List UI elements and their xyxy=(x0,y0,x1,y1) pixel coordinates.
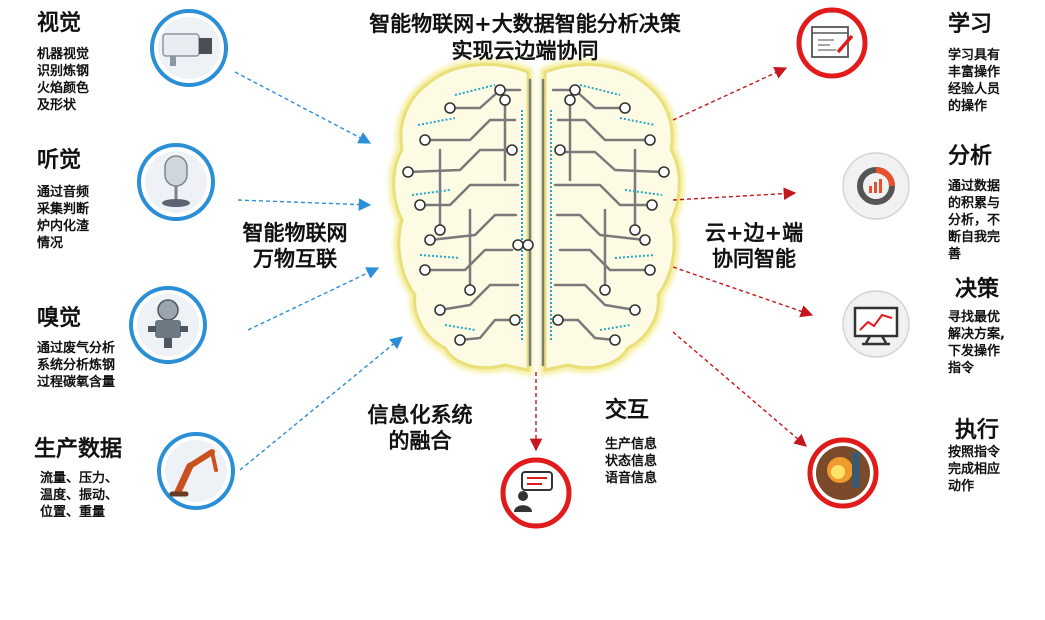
node-interaction xyxy=(503,460,569,526)
arrow-hearing-to-brain xyxy=(238,200,370,205)
arrow-brain-to-learning xyxy=(673,68,786,120)
node-hearing xyxy=(139,145,213,219)
interaction-title: 交互 xyxy=(605,398,649,424)
production-data-title: 生产数据 xyxy=(34,437,122,463)
analysis-title: 分析 xyxy=(948,144,992,170)
node-vision xyxy=(152,11,226,85)
analysis-desc: 通过数据 的积累与 分析，不 断自我完 善 xyxy=(948,178,1000,263)
header-line-2: 实现云边端协同 xyxy=(310,39,740,64)
node-smell xyxy=(131,288,205,362)
execution-title: 执行 xyxy=(955,418,999,444)
hearing-title: 听觉 xyxy=(37,148,81,174)
interaction-desc: 生产信息 状态信息 语音信息 xyxy=(605,436,657,487)
hearing-desc: 通过音频 采集判断 炉内化渣 情况 xyxy=(37,184,89,252)
vision-title: 视觉 xyxy=(37,11,81,37)
learning-title: 学习 xyxy=(948,12,992,38)
vision-desc: 机器视觉 识别炼钢 火焰颜色 及形状 xyxy=(37,46,89,114)
header-line-1: 智能物联网+大数据智能分析决策 xyxy=(310,12,740,37)
node-production-data xyxy=(159,434,233,508)
label-iot: 智能物联网 万物互联 xyxy=(230,220,360,272)
brain-left-hemisphere xyxy=(394,65,528,370)
document-edit-icon xyxy=(812,27,852,57)
node-decision xyxy=(843,291,909,357)
smell-desc: 通过废气分析 系统分析炼钢 过程碳氧含量 xyxy=(37,340,115,391)
brain-graphic xyxy=(394,65,680,370)
node-learning xyxy=(799,10,865,76)
node-execution xyxy=(810,440,876,506)
label-cloud-edge: 云+边+端 协同智能 xyxy=(688,220,820,272)
arrow-smell-to-brain xyxy=(248,268,378,330)
brain-right-hemisphere xyxy=(545,65,679,370)
decision-title: 决策 xyxy=(955,277,999,303)
smell-title: 嗅觉 xyxy=(37,306,81,332)
execution-desc: 按照指令 完成相应 动作 xyxy=(948,444,1000,495)
production-data-desc: 流量、压力、 温度、振动、 位置、重量 xyxy=(40,470,118,521)
arrow-brain-to-analysis xyxy=(673,193,795,200)
decision-desc: 寻找最优 解决方案, 下发操作 指令 xyxy=(948,309,1005,377)
learning-desc: 学习具有 丰富操作 经验人员 的操作 xyxy=(948,47,1000,115)
arrow-brain-to-decision xyxy=(673,267,812,315)
arrow-vision-to-brain xyxy=(235,72,370,143)
arrow-brain-to-execution xyxy=(673,332,806,446)
label-info-fusion: 信息化系统 的融合 xyxy=(355,402,485,454)
node-analysis xyxy=(843,153,909,219)
